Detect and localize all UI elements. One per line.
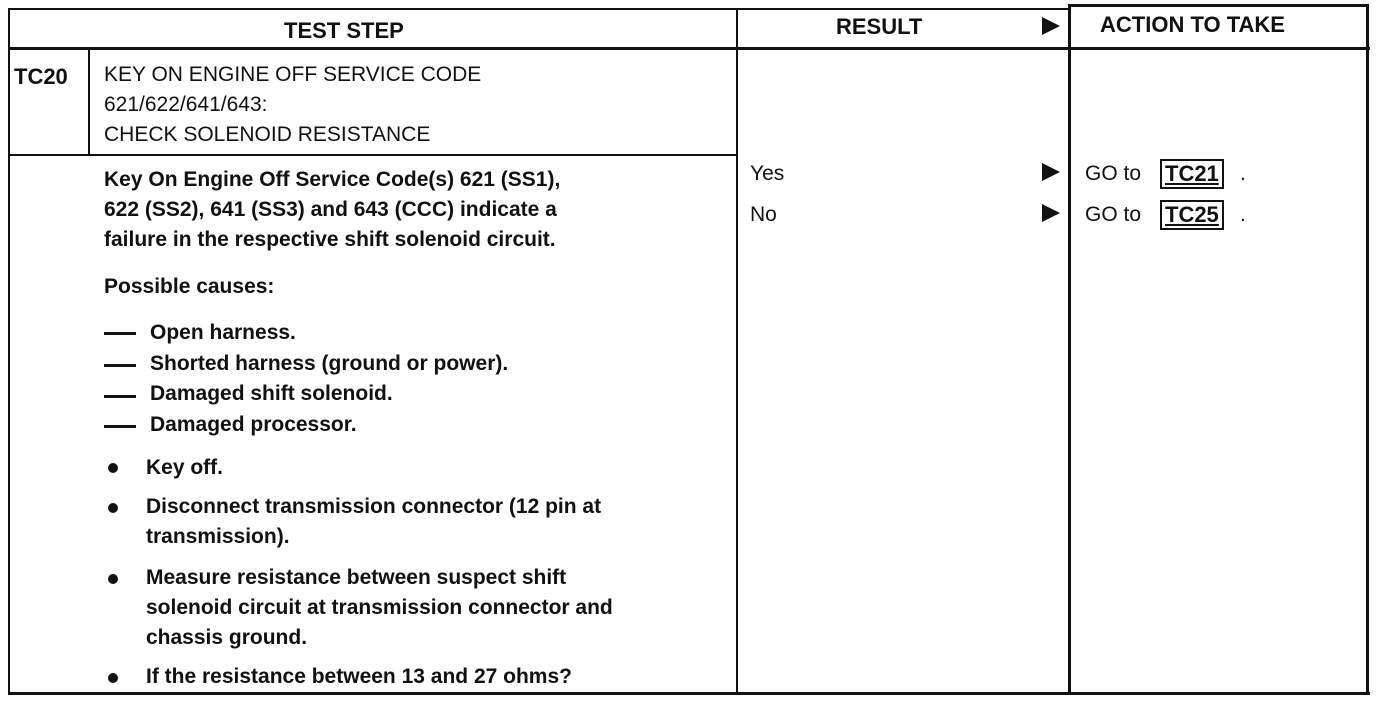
action-yes-link[interactable]: TC21 bbox=[1160, 159, 1224, 189]
action-yes-prefix: GO to bbox=[1085, 162, 1142, 185]
step-id: TC20 bbox=[14, 64, 68, 89]
table-bottom-border bbox=[8, 692, 1370, 695]
bullet-3-line-3: chassis ground. bbox=[146, 626, 308, 649]
id-column-border bbox=[88, 48, 90, 156]
possible-causes-label: Possible causes: bbox=[104, 275, 275, 298]
description-line-3: failure in the respective shift solenoid… bbox=[104, 228, 556, 251]
table-top-border bbox=[1068, 4, 1368, 7]
result-no-arrow-icon bbox=[1042, 204, 1060, 222]
bullet-4-line-1: If the resistance between 13 and 27 ohms… bbox=[146, 665, 572, 688]
header-bottom-border bbox=[8, 47, 1370, 50]
header-result: RESULT bbox=[836, 14, 923, 39]
bullet-1-line-1: Key off. bbox=[146, 456, 224, 479]
result-column-border bbox=[1068, 4, 1071, 694]
bullet-2-line-1: Disconnect transmission connector (12 pi… bbox=[146, 495, 602, 518]
description-line-2: 622 (SS2), 641 (SS3) and 643 (CCC) indic… bbox=[104, 198, 557, 221]
step-title-line-1: KEY ON ENGINE OFF SERVICE CODE bbox=[104, 63, 482, 86]
result-yes: Yes bbox=[750, 162, 785, 185]
table-right-border bbox=[1366, 4, 1369, 694]
cause-3: Damaged shift solenoid. bbox=[150, 382, 393, 405]
bullet-2-line-2: transmission). bbox=[146, 525, 290, 548]
header-action: ACTION TO TAKE bbox=[1100, 12, 1285, 37]
action-no-prefix: GO to bbox=[1085, 203, 1142, 226]
step-column-border bbox=[736, 8, 738, 694]
cause-dash-2 bbox=[104, 364, 136, 367]
cause-dash-1 bbox=[104, 332, 136, 335]
action-yes-suffix: . bbox=[1240, 162, 1246, 185]
cause-1: Open harness. bbox=[150, 321, 296, 344]
header-test-step: TEST STEP bbox=[284, 18, 404, 43]
bullet-4 bbox=[108, 673, 118, 683]
header-arrow-icon bbox=[1042, 17, 1060, 35]
result-yes-arrow-icon bbox=[1042, 163, 1060, 181]
bullet-2 bbox=[108, 503, 118, 513]
cause-2: Shorted harness (ground or power). bbox=[150, 352, 509, 375]
cause-4: Damaged processor. bbox=[150, 413, 357, 436]
bullet-1 bbox=[108, 463, 118, 473]
bullet-3-line-2: solenoid circuit at transmission connect… bbox=[146, 596, 613, 619]
header-top-border bbox=[8, 8, 1070, 10]
table-left-border bbox=[8, 8, 10, 694]
description-line-1: Key On Engine Off Service Code(s) 621 (S… bbox=[104, 168, 561, 191]
result-no: No bbox=[750, 203, 777, 226]
action-no-link[interactable]: TC25 bbox=[1160, 200, 1224, 230]
cause-dash-3 bbox=[104, 395, 136, 398]
action-no-suffix: . bbox=[1240, 203, 1246, 226]
bullet-3 bbox=[108, 574, 118, 584]
bullet-3-line-1: Measure resistance between suspect shift bbox=[146, 566, 567, 589]
title-bottom-border bbox=[8, 154, 738, 156]
step-title-line-3: CHECK SOLENOID RESISTANCE bbox=[104, 123, 431, 146]
cause-dash-4 bbox=[104, 425, 136, 428]
step-title-line-2: 621/622/641/643: bbox=[104, 93, 268, 116]
